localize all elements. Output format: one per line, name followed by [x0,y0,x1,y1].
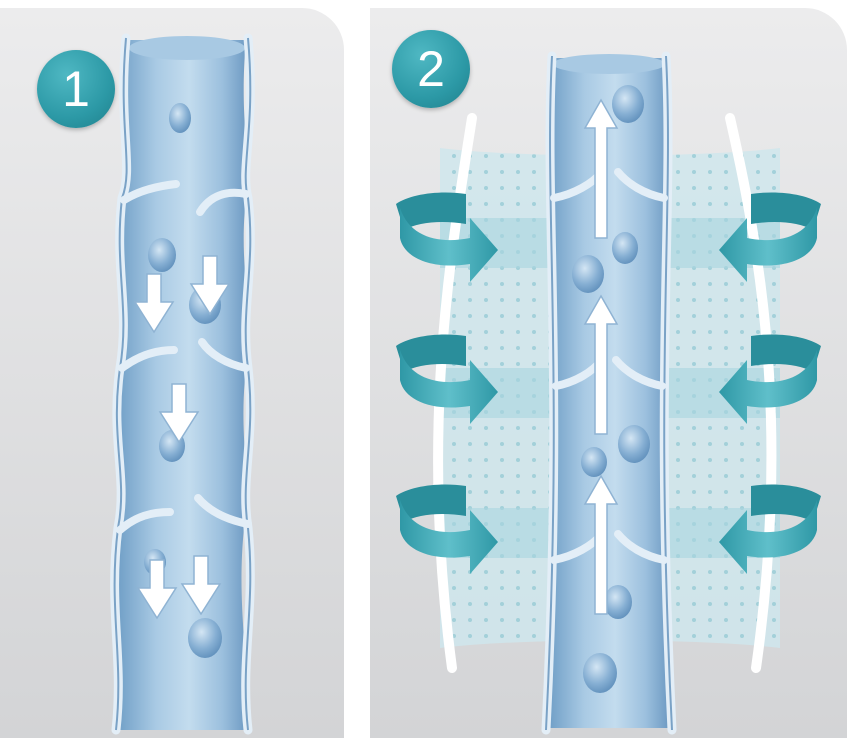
panel-number-badge: 1 [37,50,115,128]
panel-number: 2 [417,41,445,97]
blood-cell [612,85,644,123]
blood-cell [612,232,638,264]
panel-2-illustration [370,8,847,738]
blood-cell [148,238,176,272]
panel-1-without-compression: 1 [0,8,344,738]
panel-number-badge: 2 [392,30,470,108]
blood-cell [169,103,191,133]
blood-cell [581,447,607,477]
panel-2-with-compression: 2 [370,8,847,738]
blood-cell [604,585,632,619]
blood-cell [188,618,222,658]
blood-cell [583,653,617,693]
blood-cell [618,425,650,463]
panel-number: 1 [62,61,90,117]
vein-opening [129,36,245,60]
blood-cell [572,255,604,293]
vein-body [548,58,670,728]
